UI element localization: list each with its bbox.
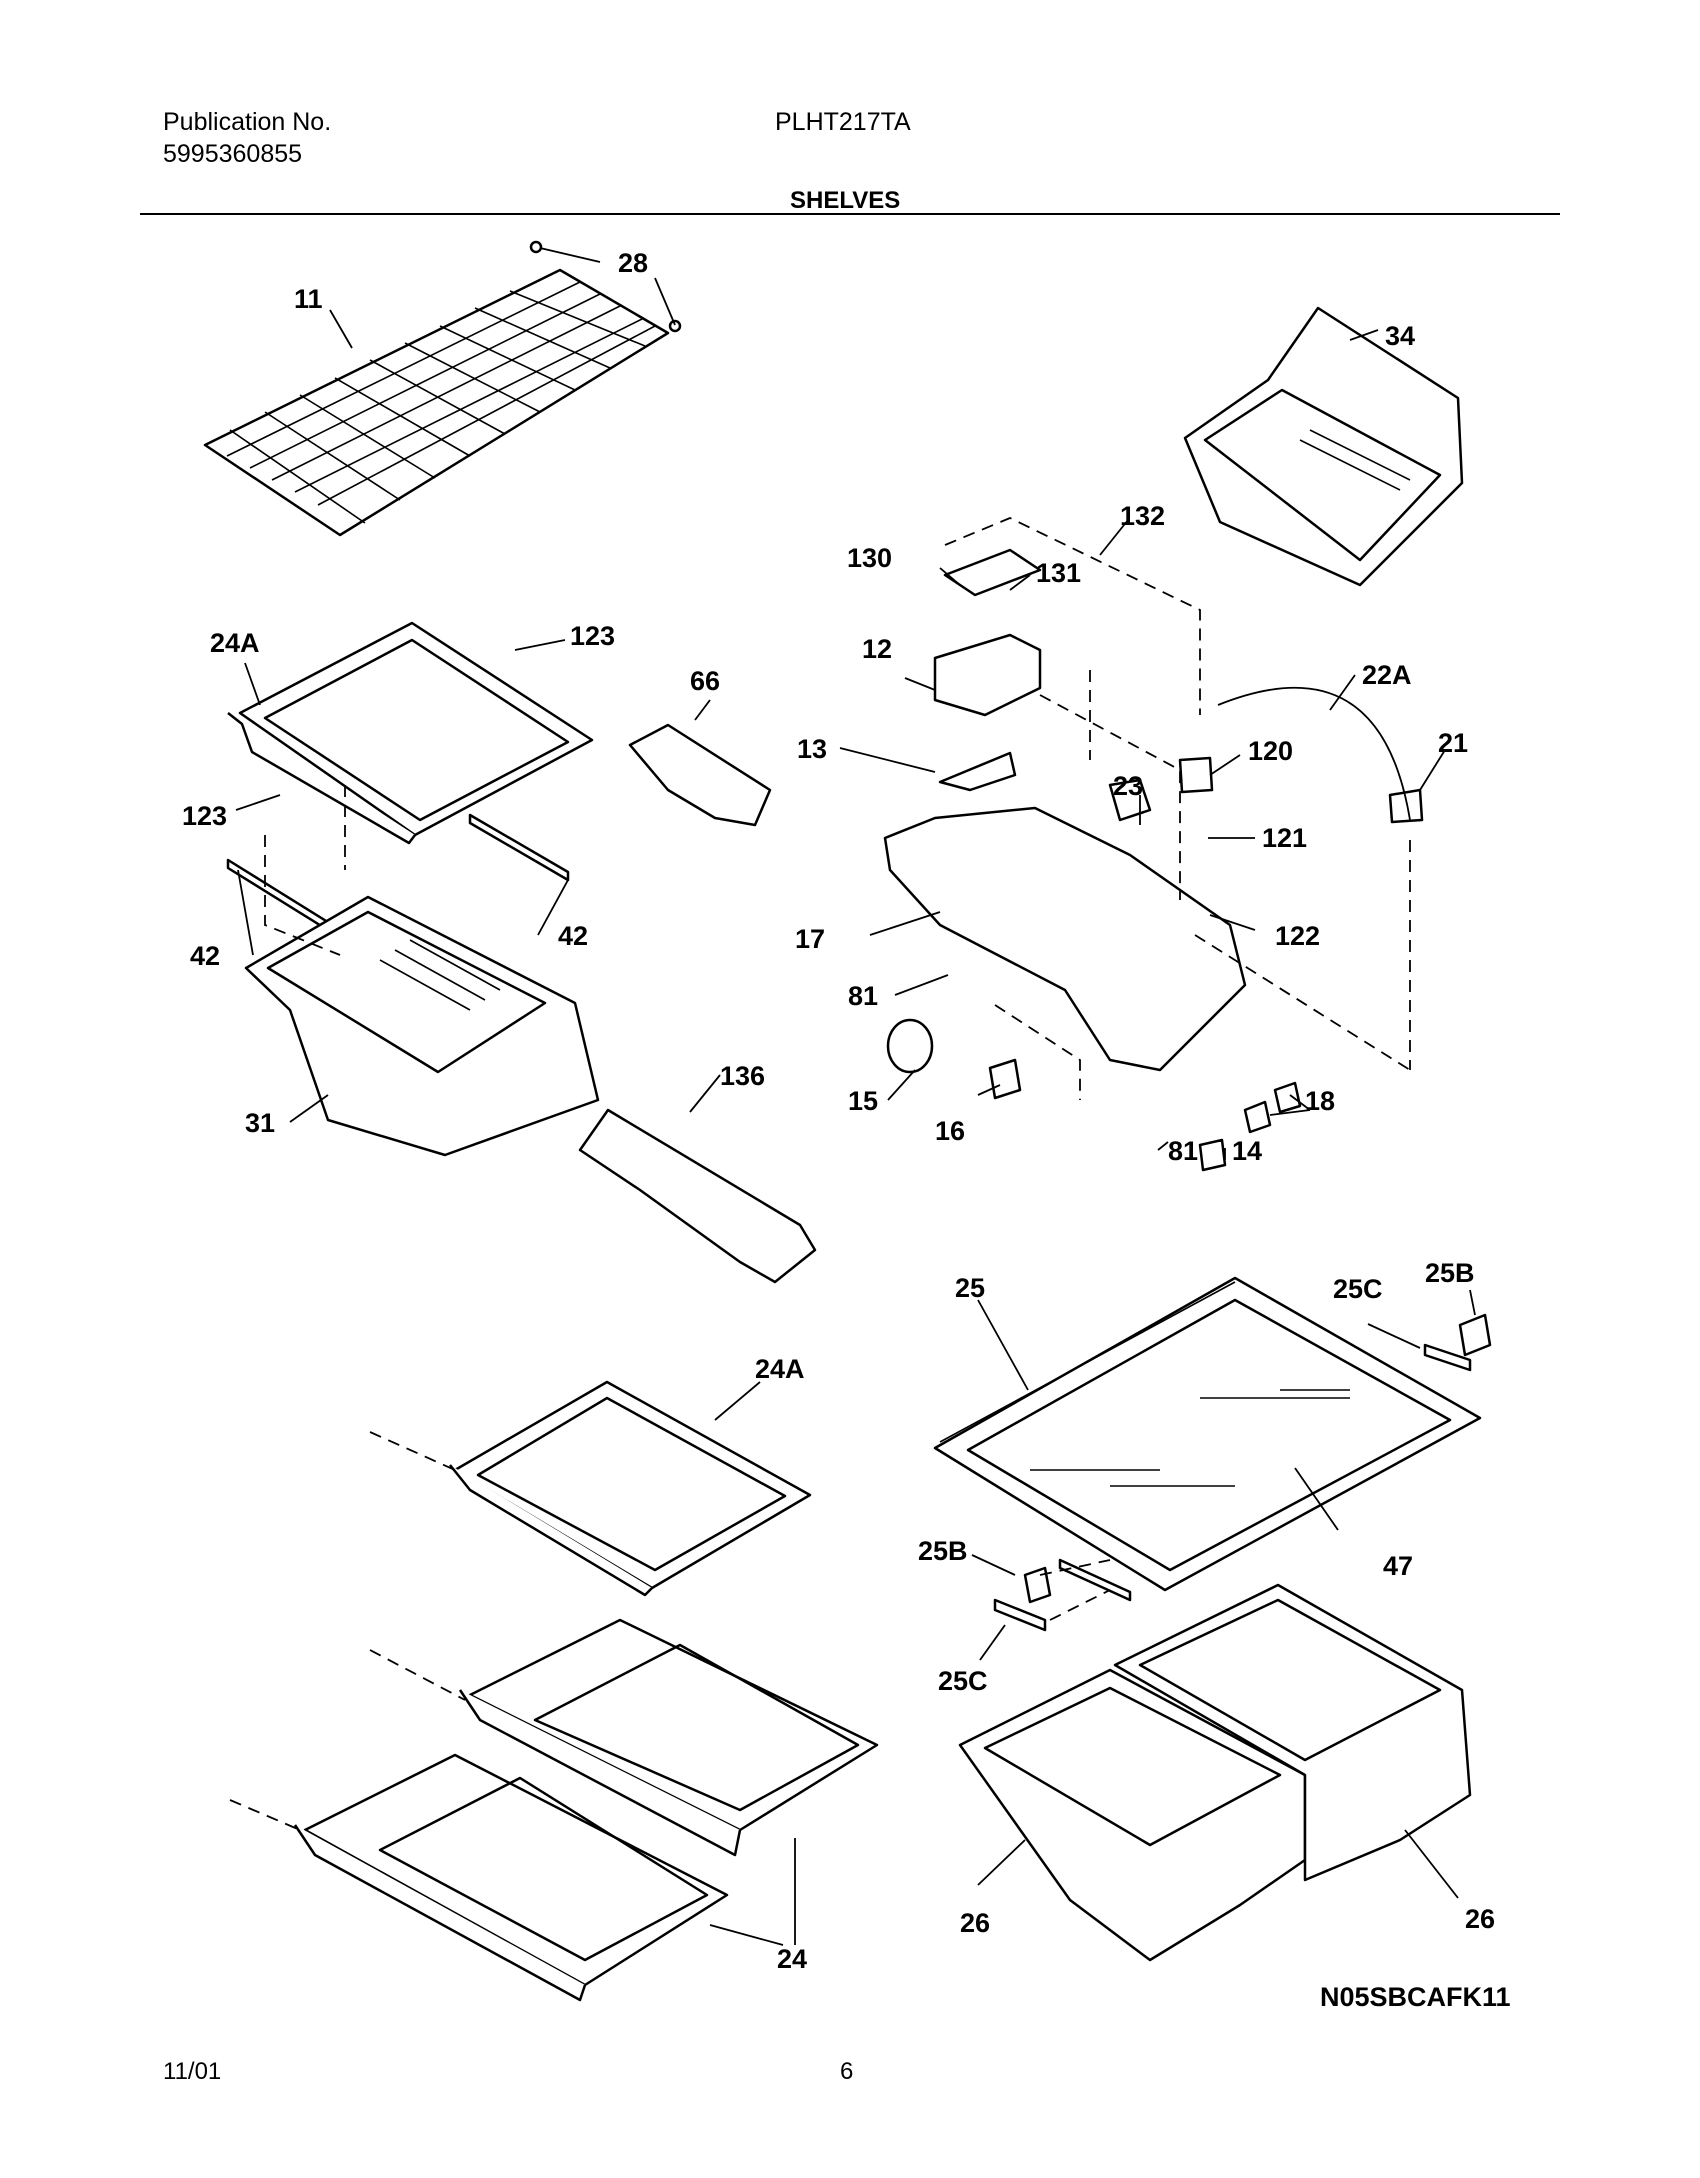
callout-81-right: 81 [1168, 1136, 1198, 1166]
callout-26-left: 26 [960, 1908, 990, 1938]
callout-14: 14 [1232, 1136, 1262, 1166]
callout-25C-lower: 25C [938, 1666, 988, 1696]
callout-22A: 22A [1362, 660, 1412, 690]
callout-labels: 28 11 34 132 130 131 24A 123 66 12 22A 1… [182, 248, 1495, 1974]
callout-123-upper: 123 [570, 621, 615, 651]
header-rule [140, 213, 1560, 215]
callout-131: 131 [1036, 558, 1081, 588]
light-housing-assembly [883, 548, 1424, 1172]
callout-16: 16 [935, 1116, 965, 1146]
crisper-drawer-31 [244, 895, 600, 1157]
callout-23: 23 [1113, 771, 1143, 801]
callout-17: 17 [795, 924, 825, 954]
callout-21: 21 [1438, 728, 1468, 758]
model-number: PLHT217TA [775, 108, 911, 136]
callout-18: 18 [1305, 1086, 1335, 1116]
callout-47: 47 [1383, 1551, 1413, 1581]
callout-11: 11 [294, 284, 323, 314]
bracket-parts-25B-25C [993, 1313, 1492, 1632]
cover-136 [578, 1108, 817, 1284]
date: 11/01 [163, 2058, 222, 2085]
callout-130: 130 [847, 543, 892, 573]
shelf-25-with-glass-47 [933, 1276, 1482, 1602]
callout-25: 25 [955, 1273, 985, 1303]
callout-13: 13 [797, 734, 827, 764]
publication-label: Publication No. [163, 108, 332, 136]
door-bin-part [1183, 306, 1464, 587]
crisper-pan-26-right [1113, 1583, 1472, 1882]
callout-42-left: 42 [190, 941, 220, 971]
callout-120: 120 [1248, 736, 1293, 766]
callout-24A-mid: 24A [755, 1354, 805, 1384]
callout-136: 136 [720, 1061, 765, 1091]
page-number: 6 [840, 2058, 854, 2085]
dashed-assembly-lines [229, 517, 1411, 1831]
callout-31: 31 [245, 1108, 275, 1138]
drawing-code: N05SBCAFK11 [1320, 1982, 1511, 2012]
callout-25B-lower: 25B [918, 1536, 968, 1566]
callout-123-lower: 123 [182, 801, 227, 831]
callout-25B-upper: 25B [1425, 1258, 1475, 1288]
section-title: SHELVES [790, 187, 901, 214]
callout-81-left: 81 [848, 981, 878, 1011]
callout-28: 28 [618, 248, 648, 278]
leader-lines [235, 247, 1476, 1946]
callout-12: 12 [862, 634, 892, 664]
sliding-shelf-24-lower [293, 1753, 729, 2002]
wire-shelf-part [203, 240, 682, 537]
callout-25C-upper: 25C [1333, 1274, 1383, 1304]
callout-121: 121 [1262, 823, 1307, 853]
callout-122: 122 [1275, 921, 1320, 951]
callout-34: 34 [1385, 321, 1415, 351]
callout-24A-upper: 24A [210, 628, 260, 658]
publication-number: 5995360855 [163, 140, 303, 168]
glass-shelf-24A-mid [449, 1380, 812, 1597]
crisper-pan-26-left [958, 1668, 1307, 1962]
callout-24: 24 [777, 1944, 807, 1974]
callout-26-right: 26 [1465, 1904, 1495, 1934]
callout-66: 66 [690, 666, 720, 696]
glass-shelf-24A-upper [227, 621, 594, 845]
sliding-shelf-24-upper [458, 1618, 879, 1857]
callout-42-right: 42 [558, 921, 588, 951]
callout-132: 132 [1120, 501, 1165, 531]
cover-66 [628, 723, 772, 827]
callout-15: 15 [848, 1086, 878, 1116]
